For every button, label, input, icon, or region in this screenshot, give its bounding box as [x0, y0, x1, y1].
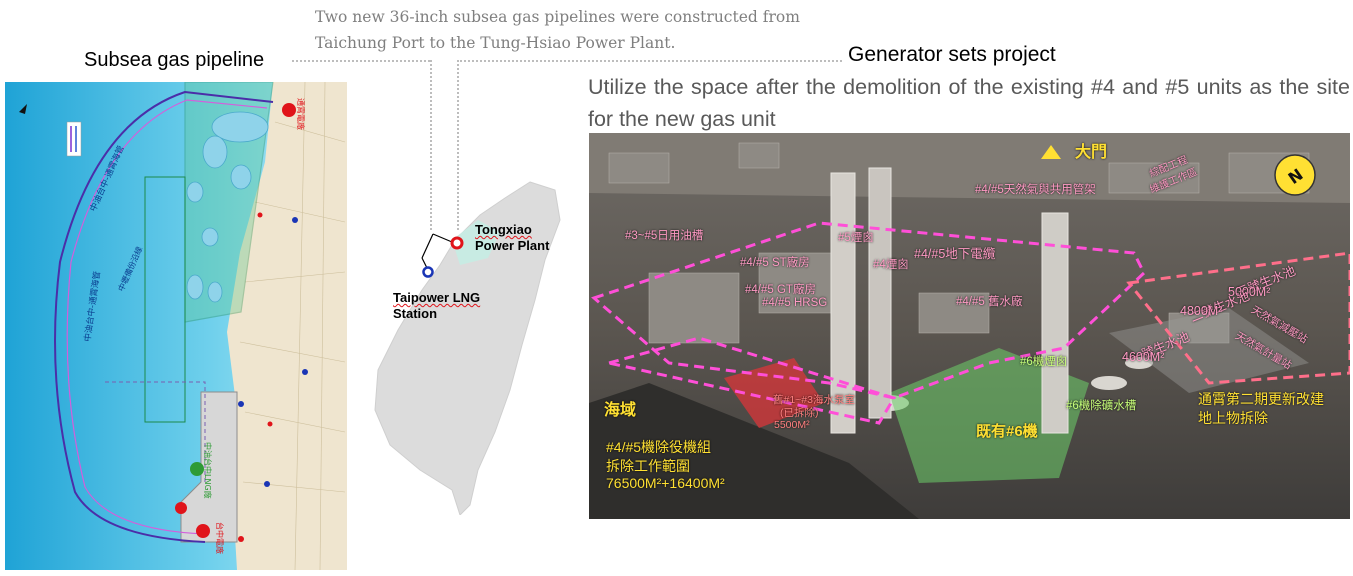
- label-demo-2: 拆除工作範圍: [606, 458, 690, 474]
- label-stack5: #5煙囪: [838, 232, 874, 244]
- label-old-pump-2: (已拆除): [780, 407, 819, 419]
- taiwan-island: [374, 181, 561, 515]
- site-label-tongxiao: 通霄電廠: [296, 98, 306, 130]
- label-phase2-2: 地上物拆除: [1198, 410, 1268, 426]
- label-demo-1: #4/#5機除役機組: [606, 439, 712, 455]
- gate-marker-icon: [1041, 145, 1061, 159]
- existing-unit6: [889, 348, 1089, 483]
- label-old-pump-1: 舊#1~#3海水泵室: [773, 394, 855, 406]
- generator-title: Generator sets project: [848, 43, 1056, 66]
- lng-marker-icon: [422, 266, 434, 278]
- label-pond3-area: 5000M²: [1228, 285, 1271, 299]
- label-seawater: #4/#5 舊水廠: [956, 296, 1023, 308]
- label-pond2-area: 4800M²: [1180, 304, 1223, 318]
- leader-line-gen: [457, 60, 842, 62]
- label-st-house: #4/#5 ST廠房: [740, 257, 810, 269]
- subsea-label: Subsea gas pipeline: [84, 49, 265, 71]
- label-old-pump-3: 5500M²: [774, 419, 810, 431]
- coastline-land: [227, 82, 347, 570]
- lng-station-label: Taipower LNG Station: [393, 290, 481, 321]
- north-arrow-icon: [19, 104, 27, 114]
- leader-line-gen-down: [457, 60, 459, 230]
- label-sea: 海域: [604, 402, 637, 419]
- tongxiao-marker-icon: [450, 236, 464, 250]
- label-stack4: #4煙囪: [873, 259, 909, 271]
- label-demo-3: 76500M²+16400M²: [606, 475, 725, 491]
- label-gate: 大門: [1075, 144, 1108, 161]
- label-stack6: #6機煙囪: [1020, 356, 1068, 368]
- leader-line-subsea-down: [430, 60, 432, 230]
- label-hrsg: #4/#5 HRSG: [762, 297, 828, 309]
- leader-line-subsea: [292, 60, 430, 62]
- subsea-pipeline-map: 中油台中-通霄海管 中油台中-通霄海管 中壢備份沿線 通霄電廠 中油台中LNG廠…: [5, 82, 347, 570]
- site-label-lng: 中油台中LNG廠: [203, 442, 213, 499]
- site-label-taichung: 台中電廠: [215, 522, 225, 554]
- aerial-plant-view: N: [589, 133, 1350, 519]
- demolition-boundary: [591, 221, 1146, 400]
- generator-description: Utilize the space after the demolition o…: [588, 75, 1350, 131]
- label-underground-cable: #4/#5地下電纜: [914, 247, 996, 261]
- old-pump-room: [724, 358, 824, 428]
- top-note: Two new 36-inch subsea gas pipelines wer…: [315, 8, 800, 52]
- tongxiao-label: Tongxiao Power Plant: [475, 222, 550, 253]
- pipeline-route: [54, 90, 274, 543]
- label-pipe-rack: #4/#5天然氣與共用管架: [975, 184, 1096, 196]
- label-desalt-tank: #6機除礦水槽: [1066, 400, 1137, 412]
- label-pond1-area: 4600M²: [1122, 350, 1165, 364]
- label-phase2-1: 通霄第二期更新改建: [1198, 391, 1324, 407]
- port-area: [180, 391, 238, 543]
- label-oil-tank: #3~#5日用油槽: [625, 230, 704, 242]
- label-existing6: 既有#6機: [976, 423, 1038, 440]
- taiwan-map: [374, 181, 561, 515]
- label-gt-house: #4/#5 GT廠房: [745, 284, 816, 296]
- compass-icon: [1274, 154, 1316, 196]
